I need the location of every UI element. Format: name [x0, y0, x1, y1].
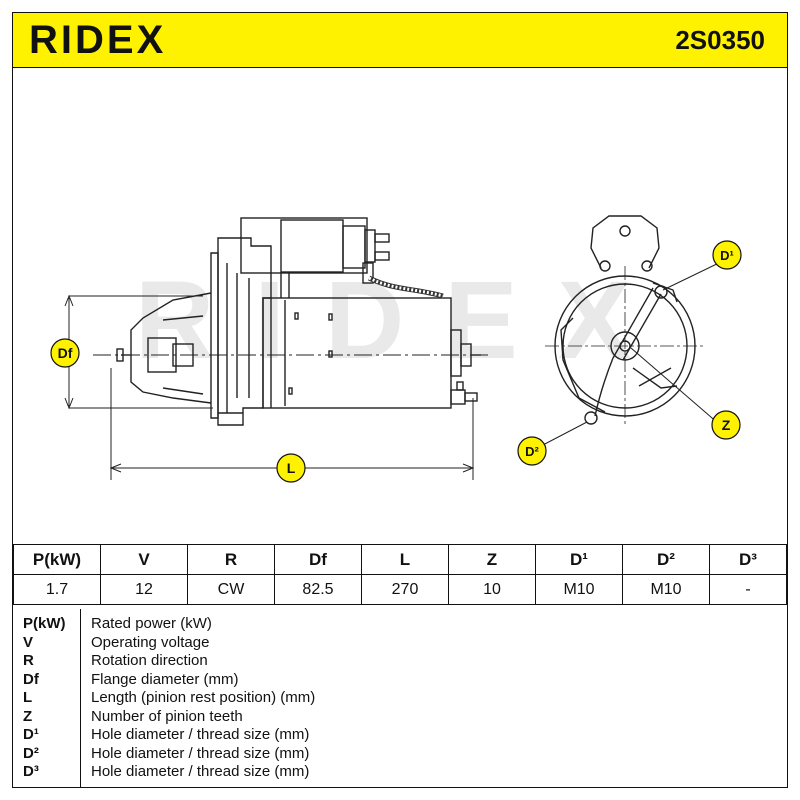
legend-description: Hole diameter / thread size (mm)	[91, 744, 310, 762]
legend-divider	[80, 609, 81, 787]
spec-value: 1.7	[13, 574, 101, 605]
spec-value: 12	[100, 574, 188, 605]
legend-row: L Length (pinion rest position) (mm)	[13, 689, 787, 707]
part-number: 2S0350	[675, 25, 765, 55]
z-label: Z	[722, 417, 731, 433]
drawing-watermark: RIDEX	[135, 259, 671, 382]
spec-header-row: P(kW) V R Df L Z D¹ D² D³	[13, 544, 787, 575]
legend-description: Rated power (kW)	[91, 615, 212, 632]
spec-header: V	[100, 544, 188, 575]
legend-row: D¹ Hole diameter / thread size (mm)	[13, 726, 787, 744]
d1-label-bubble	[712, 240, 742, 270]
product-sheet: RIDEX 2S0350 RIDEX	[12, 12, 788, 788]
legend-description: Hole diameter / thread size (mm)	[91, 726, 310, 743]
spec-header: Z	[448, 544, 536, 575]
spec-value: CW	[187, 574, 275, 605]
spec-header: R	[187, 544, 275, 575]
legend-symbol: D³	[23, 763, 39, 780]
legend-symbol: P(kW)	[23, 615, 66, 632]
spec-value: M10	[535, 574, 623, 605]
spec-header: D³	[709, 544, 787, 575]
df-label: Df	[58, 345, 73, 361]
l-label: L	[287, 460, 296, 476]
d2-label: D²	[525, 444, 539, 459]
legend-symbol: R	[23, 652, 34, 669]
starter-side-view	[93, 217, 488, 426]
spec-header: P(kW)	[13, 544, 101, 575]
legend-symbol: L	[23, 689, 33, 706]
legend-row: D² Hole diameter / thread size (mm)	[13, 745, 787, 763]
l-label-bubble	[276, 453, 306, 483]
spec-value: 82.5	[274, 574, 362, 605]
spec-value: 10	[448, 574, 536, 605]
spec-header: L	[361, 544, 449, 575]
legend-description: Number of pinion teeth	[91, 707, 243, 725]
legend-description: Operating voltage	[91, 633, 210, 651]
d1-label: D¹	[720, 248, 734, 263]
starter-end-view	[540, 215, 726, 447]
legend-row: V Operating voltage	[13, 634, 787, 652]
spec-header: Df	[274, 544, 362, 575]
legend-row: Z Number of pinion teeth	[13, 708, 787, 726]
spec-header: D²	[622, 544, 710, 575]
z-label-bubble	[711, 410, 741, 440]
legend-row: R Rotation direction	[13, 652, 787, 670]
spec-table: P(kW) V R Df L Z D¹ D² D³ 1.7 12 CW 82.5…	[13, 544, 787, 605]
legend-description: Flange diameter (mm)	[91, 670, 239, 688]
header-bar: RIDEX 2S0350	[13, 13, 787, 68]
legend-symbol: V	[23, 633, 34, 651]
legend-symbol: D²	[23, 744, 39, 762]
df-label-bubble	[50, 338, 80, 368]
spec-value: -	[709, 574, 787, 605]
legend-row: Df Flange diameter (mm)	[13, 671, 787, 689]
legend-symbol: Df	[23, 670, 39, 688]
legend: P(kW) Rated power (kW) V Operating volta…	[13, 609, 787, 787]
brand-logo: RIDEX	[29, 18, 167, 62]
legend-description: Rotation direction	[91, 652, 208, 669]
legend-description: Length (pinion rest position) (mm)	[91, 689, 316, 706]
technical-drawing: RIDEX	[50, 215, 742, 483]
legend-symbol: Z	[23, 707, 33, 725]
legend-row: P(kW) Rated power (kW)	[13, 615, 787, 633]
spec-value-row: 1.7 12 CW 82.5 270 10 M10 M10 -	[13, 574, 787, 605]
d2-label-bubble	[517, 436, 547, 466]
legend-description: Hole diameter / thread size (mm)	[91, 763, 310, 780]
legend-symbol: D¹	[23, 726, 39, 743]
spec-value: M10	[622, 574, 710, 605]
spec-header: D¹	[535, 544, 623, 575]
legend-row: D³ Hole diameter / thread size (mm)	[13, 763, 787, 781]
spec-value: 270	[361, 574, 449, 605]
